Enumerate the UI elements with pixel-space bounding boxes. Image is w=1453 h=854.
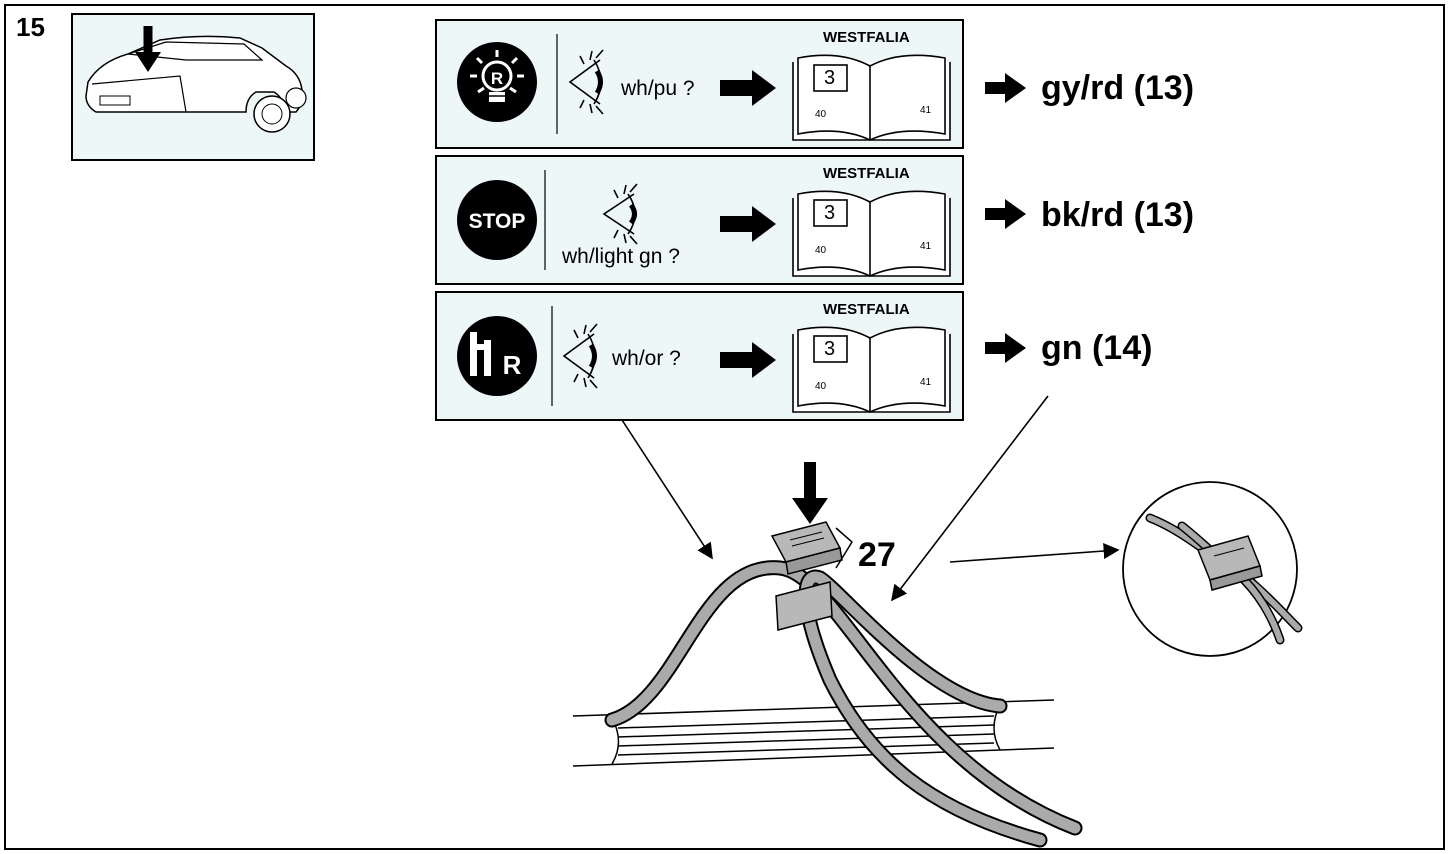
wire-color-label: wh/or ?	[612, 347, 681, 370]
manual-book-icon	[792, 54, 951, 141]
callout-bracket	[835, 527, 853, 569]
eye-icon	[602, 183, 638, 245]
westfalia-brand-label: WESTFALIA	[823, 301, 910, 318]
manual-chapter-number: 3	[824, 338, 836, 360]
reverse-lamp-icon	[457, 42, 537, 122]
pointer-line	[949, 543, 1120, 563]
car-rear-view-icon	[71, 13, 315, 161]
stop-lamp-icon-label: STOP	[469, 210, 526, 233]
manual-page-right: 41	[920, 241, 932, 252]
arrow-right-icon	[720, 70, 1026, 378]
manual-page-left: 40	[815, 245, 827, 256]
result-wire-label: bk/rd (13)	[1041, 196, 1195, 234]
manual-page-right: 41	[920, 377, 932, 388]
westfalia-brand-label: WESTFALIA	[823, 29, 910, 46]
wire-color-label: wh/pu ?	[621, 77, 695, 100]
eye-icon	[562, 323, 598, 389]
cable-harness	[604, 560, 1083, 848]
eye-icon	[568, 49, 604, 115]
manual-book-icon	[792, 190, 951, 277]
manual-page-left: 40	[815, 109, 827, 120]
detail-magnifier	[1122, 481, 1303, 657]
transmission-icon-label: R	[503, 350, 522, 380]
page-frame	[4, 4, 1445, 850]
stop-lamp-icon	[457, 180, 537, 260]
manual-page-right: 41	[920, 105, 932, 116]
press-arrow-head	[792, 498, 828, 524]
result-wire-label: gy/rd (13)	[1041, 69, 1195, 107]
reverse-lamp-icon-label: R	[491, 69, 503, 88]
manual-chapter-number: 3	[824, 202, 836, 224]
manual-book-icon	[792, 326, 951, 413]
result-wire-label: gn (14)	[1041, 329, 1153, 367]
pointer-line	[621, 419, 713, 560]
manual-page-left: 40	[815, 381, 827, 392]
transmission-reverse-icon	[457, 316, 537, 396]
part-callout-number: 27	[858, 536, 896, 574]
cable-clip	[770, 521, 843, 631]
pointer-line	[891, 395, 1049, 602]
wire-color-label: wh/light gn ?	[562, 245, 680, 268]
westfalia-brand-label: WESTFALIA	[823, 165, 910, 182]
manual-chapter-number: 3	[824, 67, 836, 89]
step-number: 15	[16, 12, 45, 42]
